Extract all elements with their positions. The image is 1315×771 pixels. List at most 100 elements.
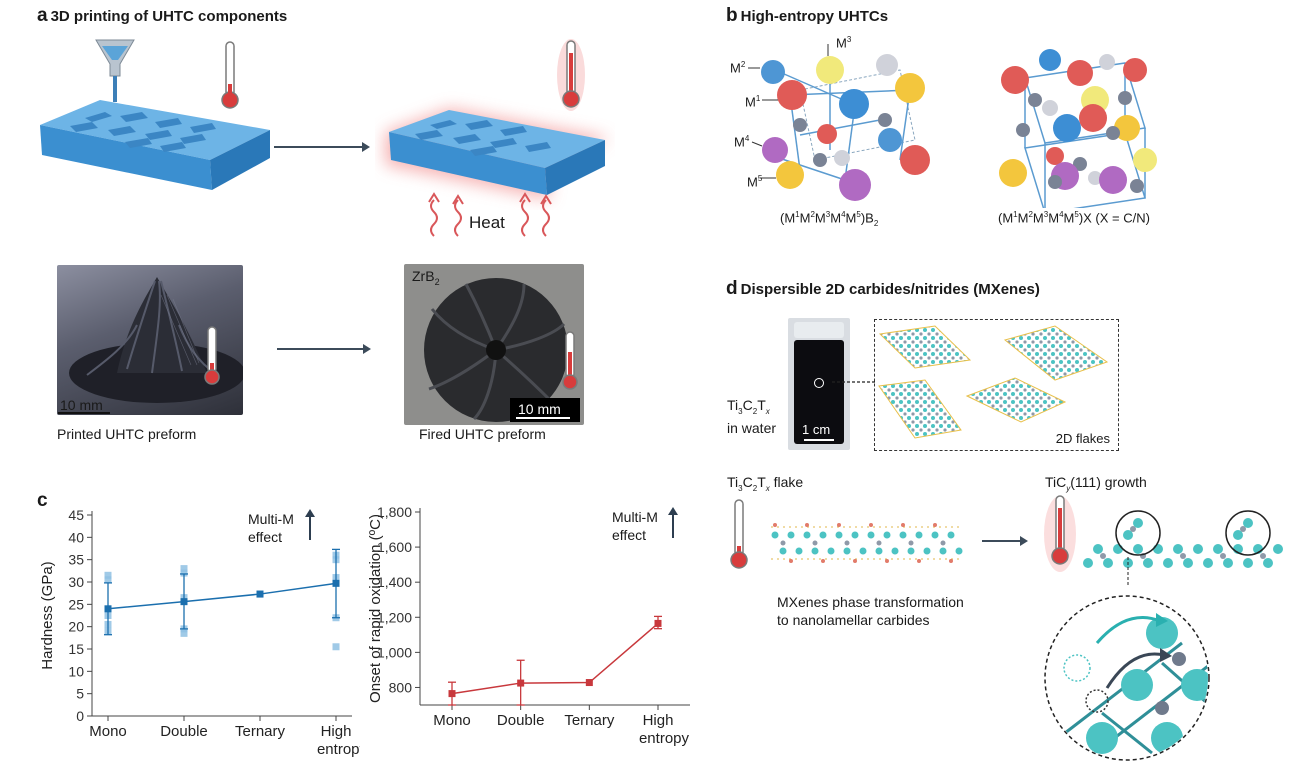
panel-b-title-text: High-entropy UHTCs [740,8,889,25]
x-tick-label: Double [160,723,208,740]
arrow-right-icon [274,142,370,152]
heated-tray-illustration [385,108,610,200]
scatter-point [180,569,188,577]
flakes-box: 2D flakes [874,319,1119,451]
mxene-flake-structure [771,523,963,563]
y-tick-label: 45 [68,507,84,523]
tray-shape [40,100,270,190]
thermometer-small-left-icon [204,326,220,385]
y-tick-label: 35 [68,552,84,568]
scale-bar-left [58,412,110,414]
scatter-point [180,629,188,637]
y-tick-label: 1,400 [377,574,412,590]
heat-label: Heat [469,213,505,232]
flakes-label: 2D flakes [1055,431,1110,446]
m2-label: M2 [730,60,746,76]
tray-cavities [70,112,216,152]
heat-arrows-icon [428,192,552,237]
scale-label-left: 10 mm [60,397,103,413]
zoom-circle-diagram [1044,595,1210,761]
scale-label-right: 10 mm [518,401,561,417]
data-point [104,605,112,613]
series-line [107,582,337,610]
printing-tray-illustration [40,39,270,190]
x-tick-label: Ternary [564,712,615,729]
y-tick-label: 25 [68,596,84,612]
x-tick-label: entropy [639,730,690,747]
x-tick-label: Double [497,712,545,729]
y-tick-label: 1,600 [377,539,412,555]
thermometer-icon [221,41,239,109]
y-axis-label: Hardness (GPa) [39,561,56,669]
scatter-point [104,571,112,579]
data-point [180,598,188,606]
x-tick-label: High [643,712,674,729]
series-line [451,622,659,695]
sample-marker [814,378,824,388]
x-tick-label: Mono [433,712,471,729]
printed-caption: Printed UHTC preform [57,426,197,442]
data-point [332,579,340,587]
tic-growth-label: TiCy(111) growth [1045,474,1147,493]
arrow-right-icon-2 [277,344,371,354]
y-tick-label: 10 [68,663,84,679]
fired-preform-photo: ZrB2 10 mm [404,264,584,425]
up-arrow-icon-right [668,507,678,538]
panel-c-letter: c [37,490,48,511]
y-tick-label: 1,800 [377,504,412,520]
data-point [517,679,525,687]
scale-bar-right [516,417,570,419]
m3-label: M3 [836,35,852,51]
x-tick-label: High [321,723,352,740]
vial-cap [794,322,844,338]
x-tick-label: Mono [89,723,127,740]
thermometer-small-right-icon [562,331,578,390]
data-point [585,679,593,687]
carbide-formula: (M1M2M3M4M5)X (X = C/N) [998,210,1150,226]
y-axis-label: Onset of rapid oxidation (ºC) [367,514,384,703]
arrow-right-icon-3 [982,536,1028,546]
panel-b-letter: b [726,5,738,26]
vial-body [794,340,844,444]
mxene-vial-photo: 1 cm [788,318,850,450]
data-point [256,590,264,598]
panel-d-title-text: Dispersible 2D carbides/nitrides (MXenes… [740,281,1040,298]
x-tick-label: Ternary [235,723,286,740]
x-tick-label: entropy [317,741,360,758]
fired-caption: Fired UHTC preform [419,426,546,442]
scatter-point [104,576,112,584]
y-tick-label: 40 [68,529,84,545]
panel-a-title-text: 3D printing of UHTC components [50,8,288,25]
y-tick-label: 0 [76,708,84,724]
impeller-shape [69,277,243,403]
m4-label: M4 [734,134,750,150]
m1-label: M1 [745,94,761,110]
dashed-pointer-line [832,381,876,383]
boride-lattice-diagram [748,44,930,201]
y-tick-label: 1,200 [377,609,412,625]
boride-formula: (M1M2M3M4M5)B2 [780,210,879,228]
fired-disk-shape [424,278,568,422]
y-tick-label: 15 [68,641,84,657]
y-tick-label: 20 [68,619,84,635]
panel-c-letter-wrap: c [37,490,51,512]
hot-thermometer-icon [557,39,585,111]
thermometer-hot-icon [1044,495,1076,572]
tic-growth-structure [1083,510,1283,585]
scale-cm-bar [804,439,834,441]
zrb2-label: ZrB2 [412,268,440,287]
m5-label: M5 [747,174,763,190]
flakes-illustration [878,325,1109,439]
panel-a-letter: a [37,5,48,26]
up-arrow-icon-left [305,509,315,540]
ti3c2tx-flake-label: Ti3C2Tx flake [727,474,804,493]
